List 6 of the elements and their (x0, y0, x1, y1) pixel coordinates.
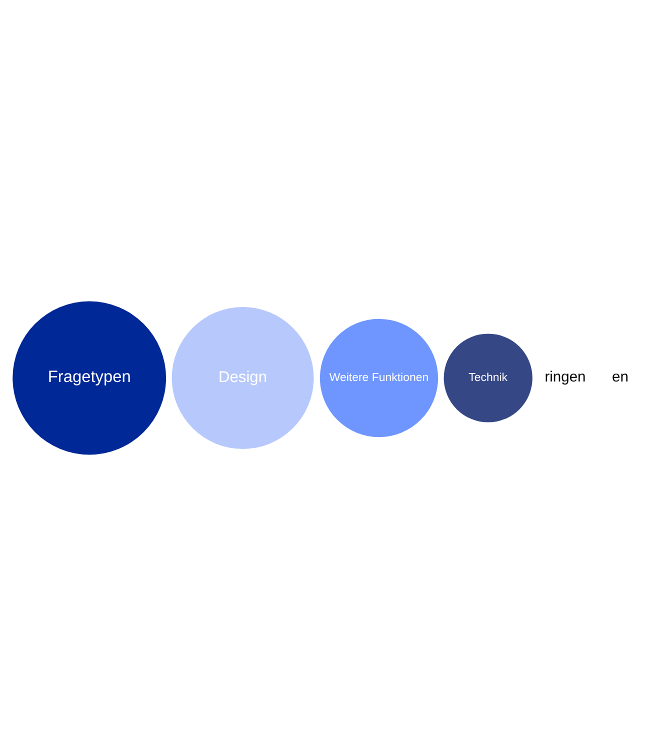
node-circle: Weitere Funktionen (320, 318, 438, 437)
label: ringen (544, 369, 586, 386)
node-circle: Design (172, 306, 314, 448)
node-circle: Fragetypen (12, 300, 166, 454)
node-circle: Technik (444, 333, 532, 422)
label: en (612, 369, 628, 386)
